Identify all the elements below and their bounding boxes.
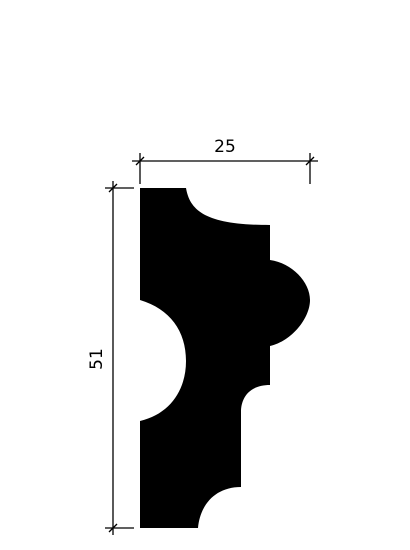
height-tick-bottom <box>108 523 118 533</box>
molding-profile-shape <box>140 188 310 528</box>
width-dimension-label: 25 <box>214 137 236 157</box>
height-dimension: 51 <box>87 181 134 535</box>
width-tick-left <box>135 156 145 166</box>
width-tick-right <box>305 156 315 166</box>
width-dimension: 25 <box>132 137 318 184</box>
height-tick-top <box>108 183 118 193</box>
height-dimension-label: 51 <box>87 348 107 370</box>
